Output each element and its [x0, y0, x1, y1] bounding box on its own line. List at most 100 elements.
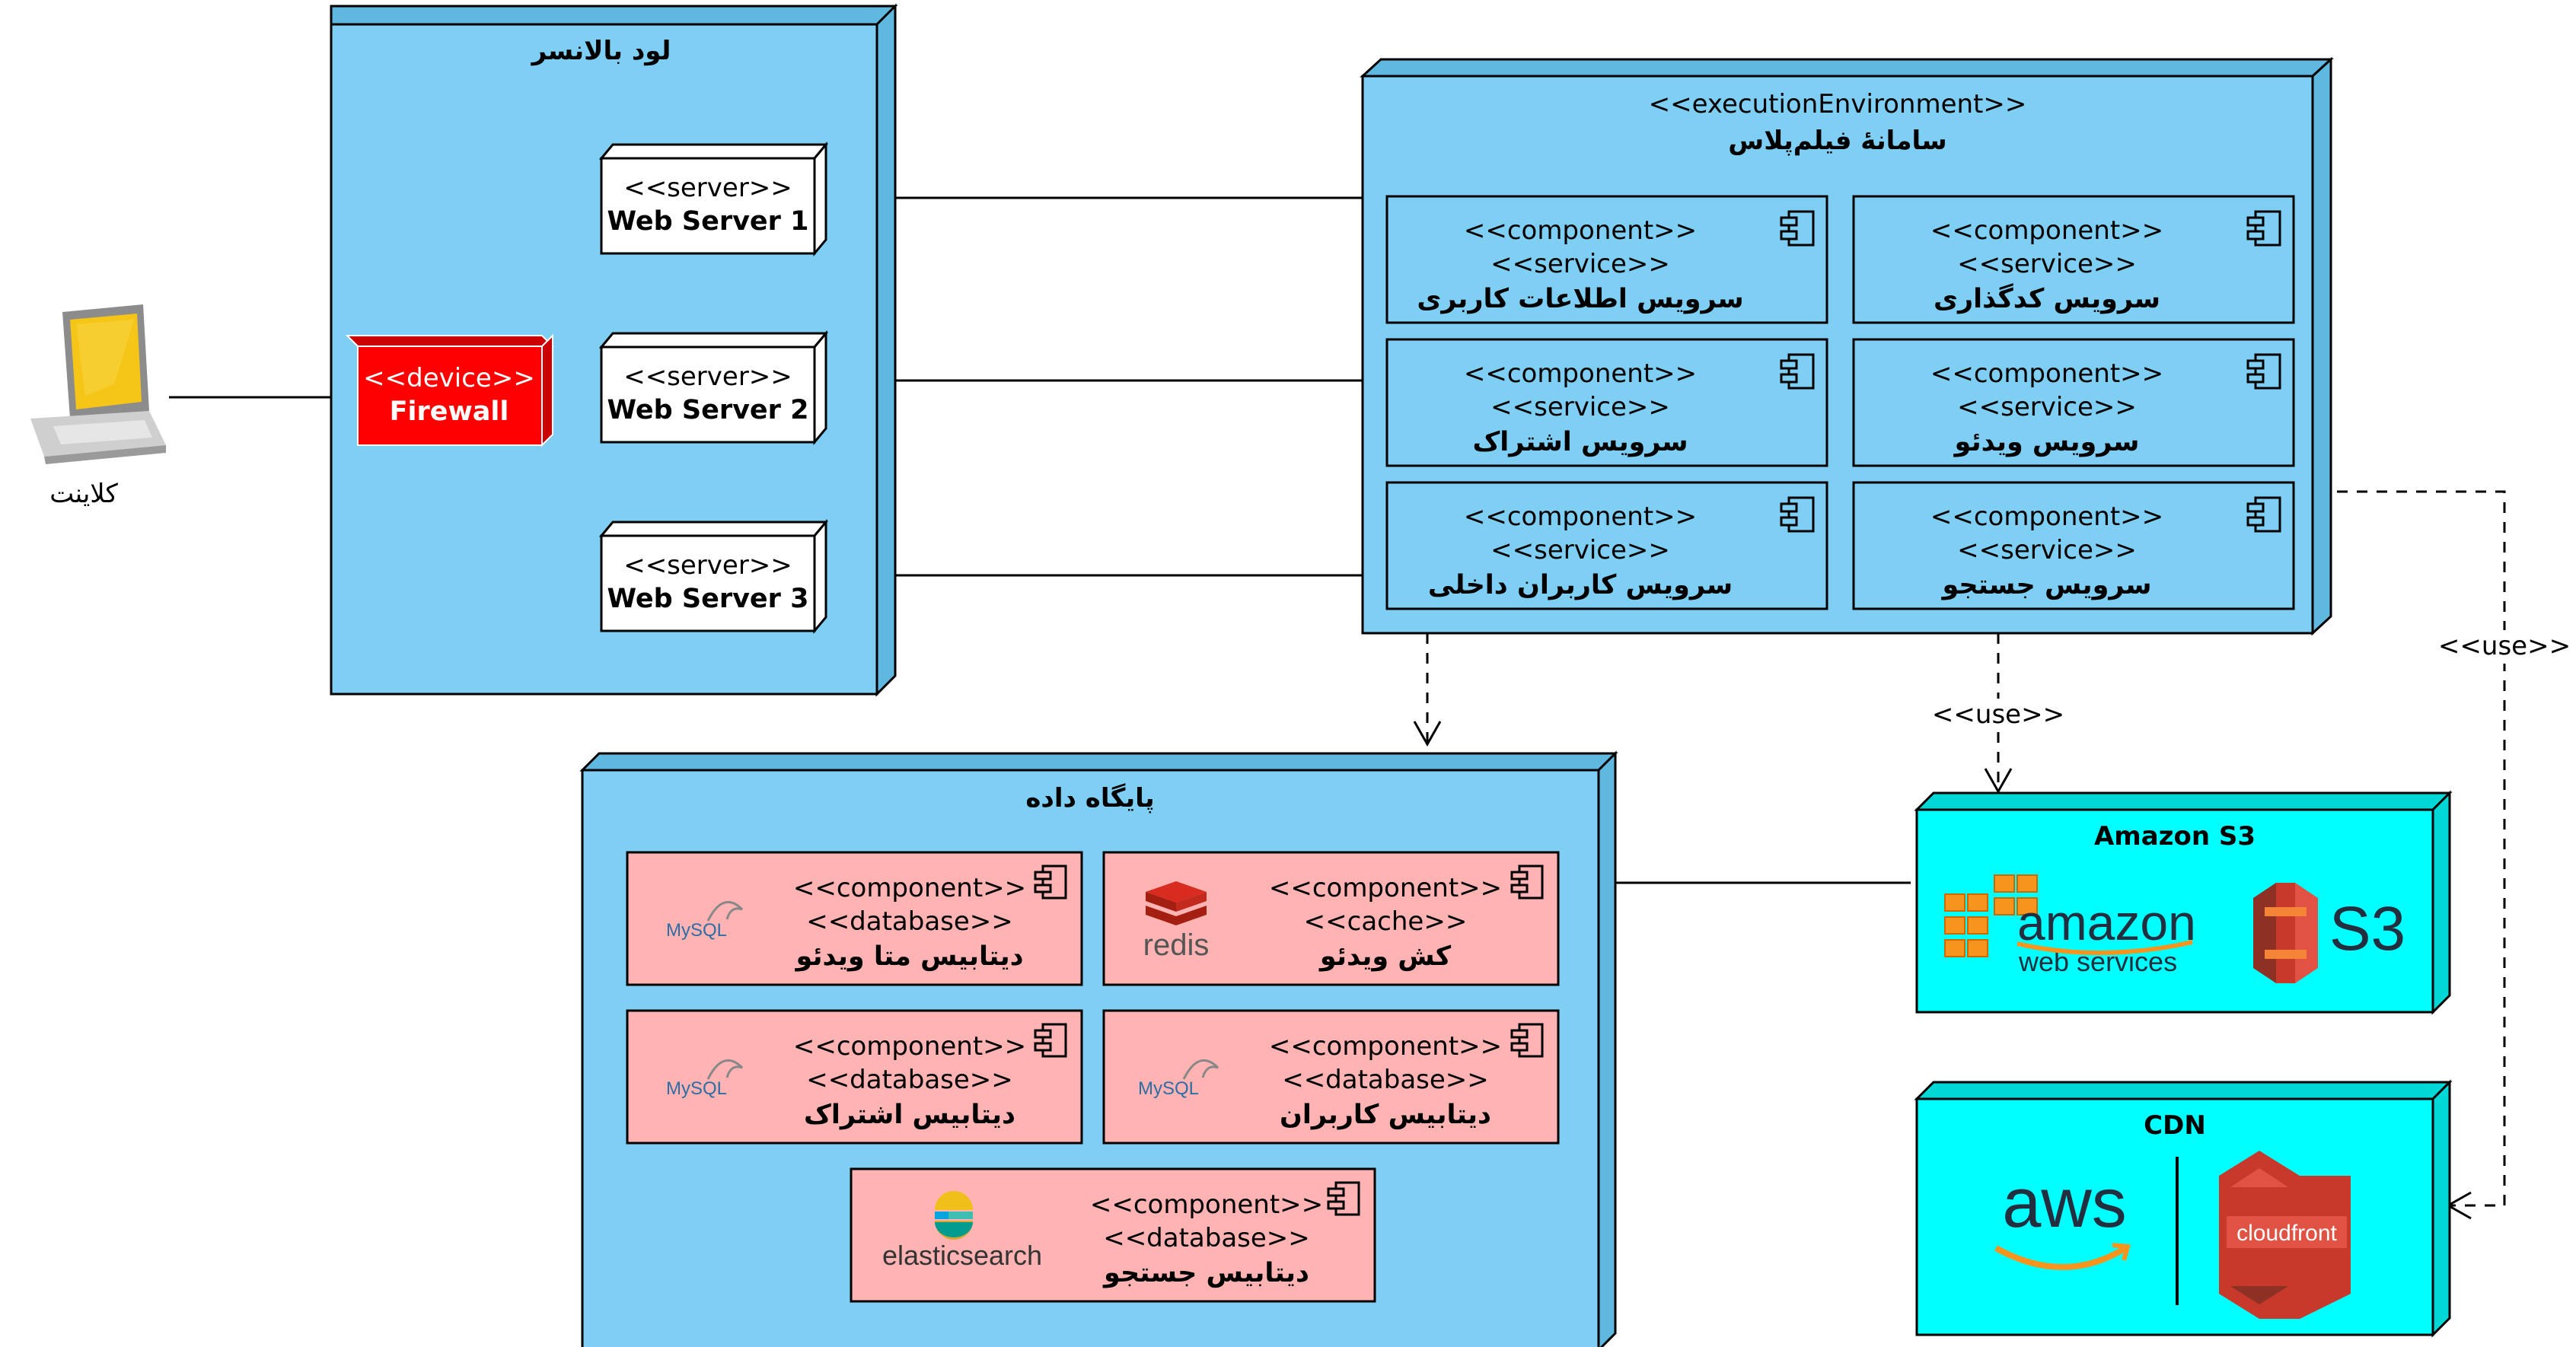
- web-server-1-name: Web Server 1: [607, 206, 809, 237]
- service-sub-stereotype: <<service>>: [1957, 392, 2137, 422]
- db-stereotype: <<component>>: [1269, 1031, 1502, 1062]
- service-component-encoding[interactable]: <<component>> <<service>> سرویس کدگذاری: [1852, 195, 2295, 324]
- db-name: دیتابیس کاربران: [1280, 1100, 1491, 1130]
- service-component-subscription[interactable]: <<component>> <<service>> سرویس اشتراک: [1385, 338, 1828, 467]
- db-component-subscription[interactable]: MySQL <<component>> <<database>> دیتابیس…: [626, 1009, 1083, 1145]
- service-stereotype: <<component>>: [1464, 502, 1697, 532]
- service-component-user-info[interactable]: <<component>> <<service>> سرویس اطلاعات …: [1385, 195, 1828, 324]
- use-label-cdn: <<use>>: [2438, 631, 2571, 661]
- web-server-3-name: Web Server 3: [607, 584, 809, 614]
- redis-logo-icon: redis: [1143, 881, 1210, 962]
- service-component-search[interactable]: <<component>> <<service>> سرویس جستجو: [1852, 481, 2295, 610]
- service-name: سرویس کاربران داخلی: [1428, 570, 1733, 600]
- service-name: سرویس جستجو: [1940, 570, 2151, 600]
- db-component-video-cache[interactable]: redis <<component>> <<cache>> کش ویدئو: [1102, 851, 1560, 986]
- client-laptop-icon: [30, 304, 166, 464]
- service-component-video[interactable]: <<component>> <<service>> سرویس ویدئو: [1852, 338, 2295, 467]
- service-name: سرویس ویدئو: [1953, 427, 2140, 457]
- database-title: پایگاه داده: [1025, 783, 1154, 814]
- component-icon: [1510, 865, 1544, 900]
- db-name: دیتابیس اشتراک: [804, 1100, 1015, 1130]
- service-name: سرویس اطلاعات کاربری: [1417, 284, 1743, 314]
- component-icon: [1780, 353, 1815, 390]
- db-sub-stereotype: <<database>>: [806, 1065, 1013, 1095]
- service-stereotype: <<component>>: [1930, 215, 2163, 246]
- cdn-title: CDN: [2144, 1110, 2206, 1141]
- mysql-logo-icon: MySQL: [666, 1059, 744, 1099]
- service-sub-stereotype: <<service>>: [1957, 249, 2137, 279]
- component-icon: [2246, 210, 2281, 247]
- edge-env-db-arrowhead: [1413, 721, 1442, 747]
- db-sub-stereotype: <<database>>: [806, 906, 1013, 937]
- cloudfront-icon: cloudfront: [2219, 1151, 2351, 1319]
- db-stereotype: <<component>>: [793, 873, 1026, 903]
- load-balancer-title: لود بالانسر: [531, 36, 671, 66]
- svg-text:MySQL: MySQL: [666, 1078, 727, 1099]
- component-icon: [1327, 1181, 1360, 1216]
- amazon-wordmark: amazon: [2017, 894, 2196, 951]
- service-stereotype: <<component>>: [1464, 358, 1697, 389]
- edge-env-s3-arrowhead: [1984, 768, 2013, 795]
- cdn-node[interactable]: CDN aws cloudfront: [1914, 1079, 2453, 1338]
- web-server-2[interactable]: <<server>> Web Server 2: [598, 330, 829, 446]
- component-icon: [2246, 496, 2281, 533]
- s3-wordmark: S3: [2329, 894, 2405, 963]
- cloudfront-wordmark: cloudfront: [2236, 1221, 2337, 1246]
- db-sub-stereotype: <<database>>: [1282, 1065, 1489, 1095]
- db-stereotype: <<component>>: [793, 1031, 1026, 1062]
- service-sub-stereotype: <<service>>: [1490, 535, 1670, 565]
- svg-text:MySQL: MySQL: [1138, 1078, 1199, 1099]
- component-icon: [1780, 496, 1815, 533]
- firewall-name: Firewall: [390, 396, 509, 427]
- svg-text:MySQL: MySQL: [666, 920, 727, 941]
- service-stereotype: <<component>>: [1464, 215, 1697, 246]
- elasticsearch-logo-icon: elasticsearch: [882, 1191, 1042, 1271]
- use-label-s3: <<use>>: [1932, 699, 2064, 730]
- amazon-s3-node[interactable]: Amazon S3 amazon web services S3: [1914, 790, 2453, 1015]
- svg-text:elasticsearch: elasticsearch: [882, 1240, 1042, 1271]
- component-icon: [1780, 210, 1815, 247]
- service-name: سرویس کدگذاری: [1934, 283, 2160, 314]
- service-stereotype: <<component>>: [1930, 502, 2163, 532]
- service-name: سرویس اشتراک: [1472, 427, 1688, 457]
- db-component-users[interactable]: MySQL <<component>> <<database>> دیتابیس…: [1102, 1009, 1560, 1145]
- service-sub-stereotype: <<service>>: [1957, 535, 2137, 565]
- web-server-1-stereotype: <<server>>: [623, 173, 792, 203]
- aws-wordmark: aws: [2002, 1164, 2127, 1242]
- db-component-meta-video[interactable]: MySQL <<component>> <<database>> دیتابیس…: [626, 851, 1083, 986]
- firewall-device[interactable]: <<device>> Firewall: [345, 333, 555, 447]
- db-sub-stereotype: <<cache>>: [1304, 906, 1468, 937]
- execution-environment-stereotype: <<executionEnvironment>>: [1649, 89, 2027, 119]
- service-component-internal-users[interactable]: <<component>> <<service>> سرویس کاربران …: [1385, 481, 1828, 610]
- web-server-2-stereotype: <<server>>: [623, 361, 792, 392]
- db-stereotype: <<component>>: [1269, 873, 1502, 903]
- svg-text:redis: redis: [1143, 928, 1210, 962]
- edge-env-cdn-dashed: [2337, 490, 2506, 1207]
- db-name: دیتابیس جستجو: [1102, 1258, 1309, 1288]
- edges: [169, 196, 2506, 1220]
- client-label: کلاینت: [49, 479, 118, 509]
- firewall-stereotype: <<device>>: [363, 363, 535, 393]
- component-icon: [1510, 1023, 1544, 1058]
- db-name: دیتابیس متا ویدئو: [794, 941, 1023, 972]
- db-component-search[interactable]: elasticsearch <<component>> <<database>>…: [850, 1167, 1376, 1303]
- aws-smile-icon: [1994, 1245, 2128, 1270]
- web-server-3[interactable]: <<server>> Web Server 3: [598, 518, 829, 635]
- component-icon: [1034, 865, 1067, 900]
- service-stereotype: <<component>>: [1930, 358, 2163, 389]
- service-sub-stereotype: <<service>>: [1490, 249, 1670, 279]
- component-icon: [1034, 1023, 1067, 1058]
- service-sub-stereotype: <<service>>: [1490, 392, 1670, 422]
- amazon-s3-title: Amazon S3: [2094, 821, 2256, 852]
- s3-bucket-icon: [2253, 883, 2318, 983]
- db-sub-stereotype: <<database>>: [1103, 1223, 1310, 1253]
- web-server-1[interactable]: <<server>> Web Server 1: [598, 141, 829, 257]
- mysql-logo-icon: MySQL: [1138, 1059, 1219, 1099]
- execution-environment-title: سامانهٔ فیلم‌پلاس: [1728, 126, 1946, 156]
- web-server-3-stereotype: <<server>>: [623, 550, 792, 581]
- web-server-2-name: Web Server 2: [607, 395, 809, 425]
- aws-cubes-icon: [1944, 874, 2038, 957]
- db-name: کش ویدئو: [1318, 941, 1452, 972]
- component-icon: [2246, 353, 2281, 390]
- db-stereotype: <<component>>: [1090, 1189, 1323, 1220]
